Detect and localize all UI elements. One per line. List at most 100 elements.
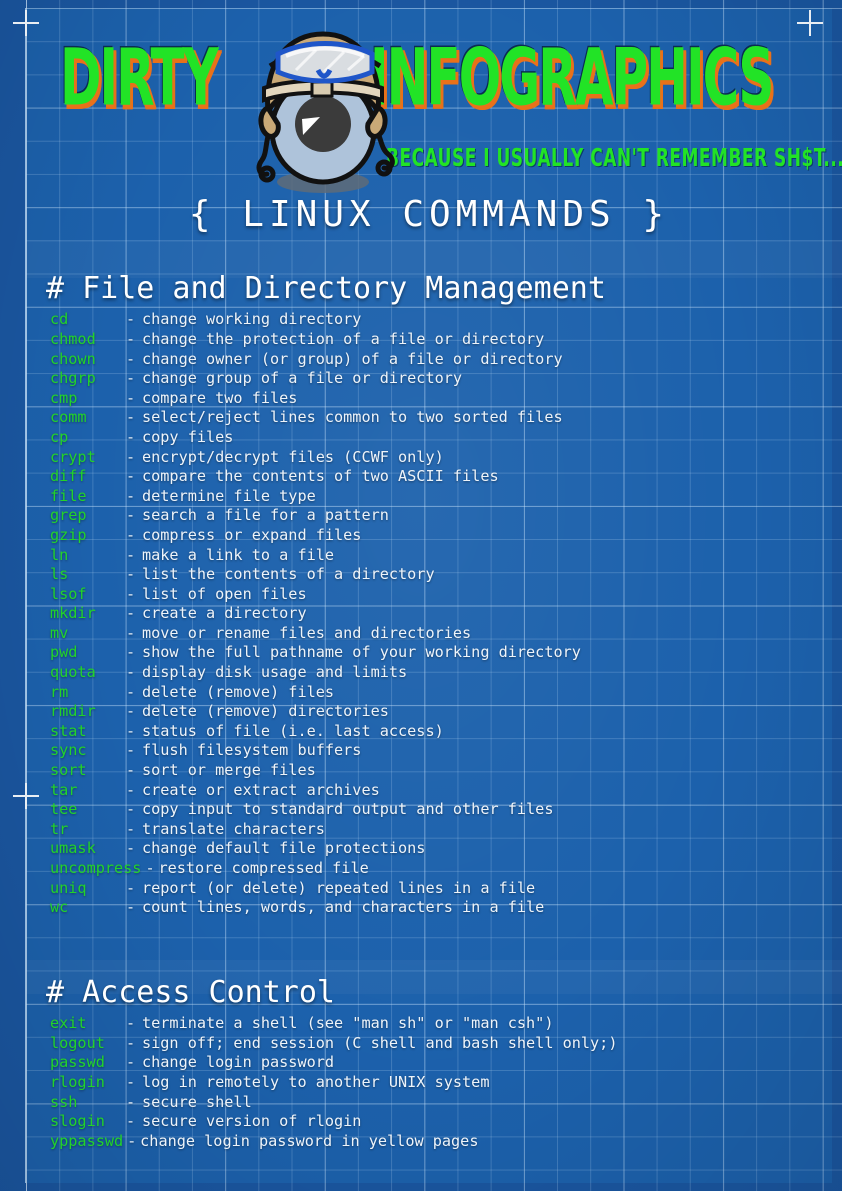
command-row: comm-select/reject lines common to two s…: [50, 408, 832, 428]
command-row: mkdir -create a directory: [50, 604, 832, 624]
command-row: rm-delete (remove) files: [50, 683, 832, 703]
command-name: yppasswd: [50, 1131, 124, 1150]
command-row: mv -move or rename files and directories: [50, 624, 832, 644]
command-name: sort: [50, 761, 87, 780]
command-name: cd: [50, 310, 69, 329]
command-list: exit-terminate a shell (see "man sh" or …: [26, 1012, 832, 1151]
command-description: sort or merge files: [142, 761, 316, 780]
command-description: move or rename files and directories: [142, 623, 472, 642]
command-name: comm: [50, 408, 87, 427]
command-separator: -: [126, 565, 136, 584]
command-row: cp-copy files: [50, 428, 832, 448]
command-row: tr-translate characters: [50, 820, 832, 840]
command-description: copy files: [142, 427, 234, 446]
command-description: list the contents of a directory: [142, 565, 435, 584]
command-name: rlogin: [50, 1072, 105, 1091]
section-gap: [26, 918, 832, 974]
command-name: chown: [50, 349, 96, 368]
command-separator: -: [145, 859, 155, 878]
command-row: crypt-encrypt/decrypt files (CCWF only): [50, 448, 832, 468]
command-separator: -: [126, 761, 136, 780]
command-description: search a file for a pattern: [142, 506, 389, 525]
command-description: compare the contents of two ASCII files: [142, 467, 499, 486]
command-name: gzip: [50, 525, 87, 544]
command-separator: -: [126, 1053, 136, 1072]
command-row: sync-flush filesystem buffers: [50, 741, 832, 761]
command-name: cmp: [50, 388, 78, 407]
command-name: crypt: [50, 447, 96, 466]
command-name: rmdir: [50, 702, 96, 721]
command-row: cmp-compare two files: [50, 389, 832, 409]
command-name: mkdir: [50, 604, 96, 623]
eyeball-pilot-helmet-mascot-icon: [256, 31, 395, 193]
command-name: rm: [50, 682, 69, 701]
command-name: uniq: [50, 878, 87, 897]
command-description: display disk usage and limits: [142, 663, 408, 682]
command-separator: -: [126, 898, 136, 917]
command-separator: -: [127, 1131, 137, 1150]
brand-word-dirty: DIRTY: [60, 34, 219, 124]
command-description: change owner (or group) of a file or dir…: [142, 349, 563, 368]
command-description: change the protection of a file or direc…: [142, 329, 545, 348]
command-name: mv: [50, 623, 69, 642]
command-row: chown -change owner (or group) of a file …: [50, 350, 832, 370]
blueprint-plate: [26, 8, 832, 1183]
command-row: chgrp-change group of a file or director…: [50, 369, 832, 389]
command-description: show the full pathname of your working d…: [142, 643, 581, 662]
command-separator: -: [126, 800, 136, 819]
command-separator: -: [126, 741, 136, 760]
command-row: tee-copy input to standard output and ot…: [50, 800, 832, 820]
command-description: make a link to a file: [142, 545, 335, 564]
command-description: change login password: [142, 1053, 335, 1072]
command-separator: -: [126, 623, 136, 642]
command-separator: -: [126, 525, 136, 544]
command-description: report (or delete) repeated lines in a f…: [142, 878, 536, 897]
command-name: tar: [50, 780, 78, 799]
command-separator: -: [126, 663, 136, 682]
command-name: passwd: [50, 1053, 105, 1072]
brand-word-infographics: INFOGRAPHICS: [370, 34, 774, 124]
command-row: wc-count lines, words, and characters in…: [50, 898, 832, 918]
command-description: secure shell: [142, 1092, 252, 1111]
command-row: passwd -change login password: [50, 1053, 832, 1073]
command-name: slogin: [50, 1112, 105, 1131]
command-separator: -: [126, 310, 136, 329]
command-row: sort -sort or merge files: [50, 761, 832, 781]
command-description: change default file protections: [142, 839, 426, 858]
command-separator: -: [126, 604, 136, 623]
command-name: stat: [50, 721, 87, 740]
command-row: quota -display disk usage and limits: [50, 663, 832, 683]
command-separator: -: [126, 1033, 136, 1052]
command-name: pwd: [50, 643, 78, 662]
command-name: wc: [50, 898, 69, 917]
command-row: uncompress-restore compressed file: [50, 859, 832, 879]
command-description: determine file type: [142, 486, 316, 505]
command-separator: -: [126, 1112, 136, 1131]
command-separator: -: [126, 329, 136, 348]
command-separator: -: [126, 780, 136, 799]
command-description: change group of a file or directory: [142, 369, 463, 388]
command-description: create a directory: [142, 604, 307, 623]
command-separator: -: [126, 1014, 136, 1033]
command-separator: -: [126, 349, 136, 368]
command-description: secure version of rlogin: [142, 1112, 362, 1131]
command-description: delete (remove) directories: [142, 702, 389, 721]
command-name: chmod: [50, 329, 96, 348]
command-row: yppasswd-change login password in yellow…: [50, 1132, 832, 1152]
command-description: change working directory: [142, 310, 362, 329]
command-name: quota: [50, 663, 96, 682]
command-separator: -: [126, 819, 136, 838]
command-row: exit-terminate a shell (see "man sh" or …: [50, 1014, 832, 1034]
command-description: change login password in yellow pages: [140, 1131, 479, 1150]
command-description: copy input to standard output and other …: [142, 800, 554, 819]
command-name: lsof: [50, 584, 87, 603]
command-row: cd -change working directory: [50, 310, 832, 330]
command-description: sign off; end session (C shell and bash …: [142, 1033, 618, 1052]
brand-header: DIRTY INFOGRAPHICS BECAUSE I USUALLY CAN…: [26, 8, 842, 193]
command-row: slogin -secure version of rlogin: [50, 1112, 832, 1132]
command-name: logout: [50, 1033, 105, 1052]
command-separator: -: [126, 388, 136, 407]
command-row: diff-compare the contents of two ASCII f…: [50, 467, 832, 487]
